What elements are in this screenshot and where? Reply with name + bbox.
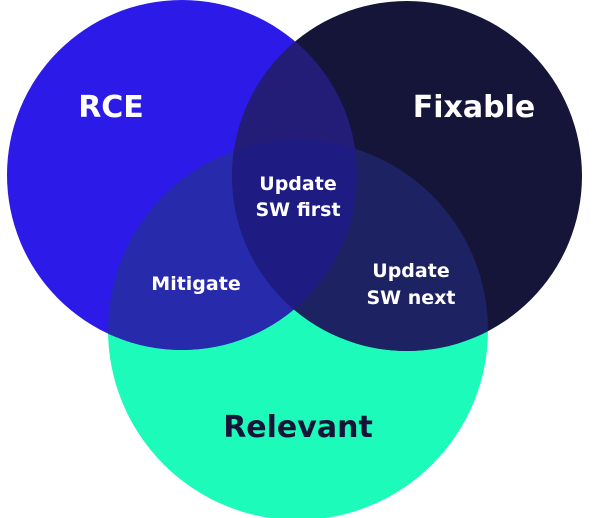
update-sw-next-line2: SW next	[366, 287, 455, 309]
update-sw-first-line1: Update	[259, 173, 336, 195]
relevant-label: Relevant	[223, 410, 373, 445]
update-sw-first-line2: SW first	[255, 199, 340, 221]
update-sw-next-line1: Update	[372, 260, 449, 282]
rce-label: RCE	[78, 90, 144, 125]
triple-overlap	[232, 140, 357, 350]
mitigate-label: Mitigate	[151, 273, 240, 295]
fixable-label: Fixable	[413, 90, 535, 125]
